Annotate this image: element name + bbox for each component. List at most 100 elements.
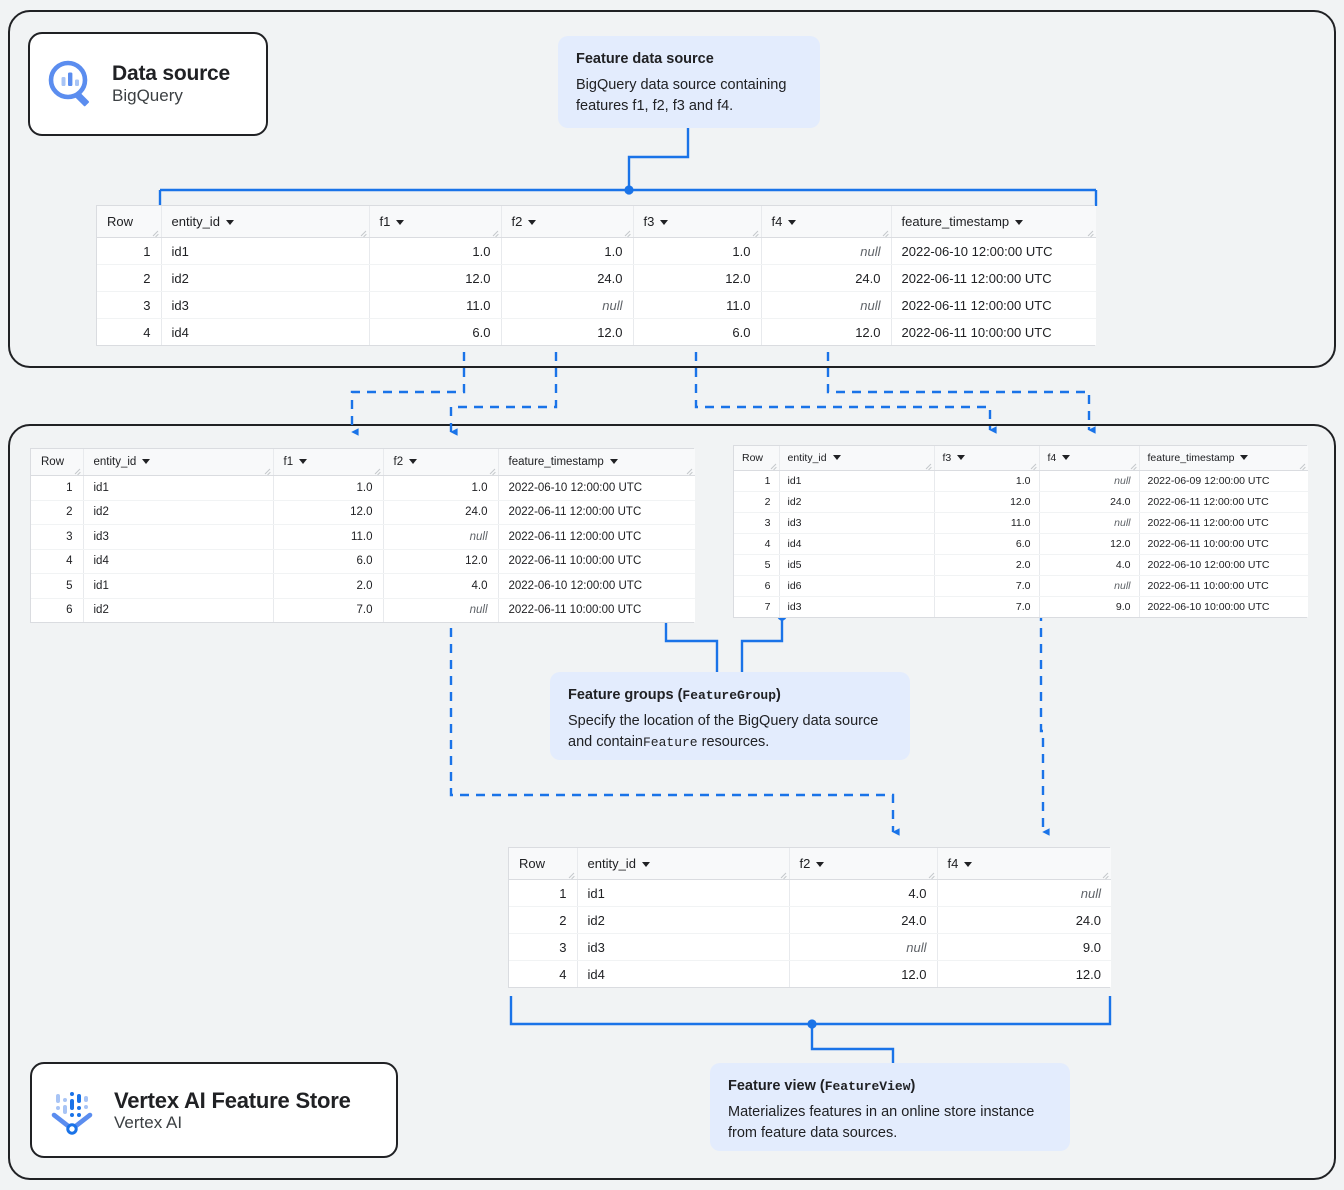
column-header-row[interactable]: Row — [97, 206, 162, 238]
column-header-label: feature_timestamp — [508, 456, 604, 468]
table-cell-f2: 1.0 — [501, 237, 634, 265]
chevron-down-icon[interactable] — [964, 862, 973, 867]
table-cell-row: 2 — [734, 491, 780, 513]
table-cell-entity_id: id2 — [161, 264, 370, 292]
table-cell-row: 5 — [734, 554, 780, 576]
chevron-down-icon[interactable] — [832, 455, 841, 460]
column-header-label: f2 — [799, 856, 811, 871]
column-header-f1[interactable]: f1 — [369, 206, 502, 238]
callout-title-prefix: Feature view ( — [728, 1078, 825, 1094]
table-cell-f2: 4.0 — [789, 879, 938, 907]
chevron-down-icon[interactable] — [1240, 455, 1249, 460]
column-resize-grip-icon[interactable] — [1029, 461, 1037, 471]
table-cell-row: 4 — [734, 533, 780, 555]
chevron-down-icon[interactable] — [641, 862, 650, 867]
table-cell-f3: 7.0 — [934, 575, 1040, 597]
table-cell-f2: 24.0 — [501, 264, 634, 292]
table-cell-entity_id: id1 — [83, 573, 274, 599]
column-resize-grip-icon[interactable] — [924, 461, 932, 471]
chevron-down-icon[interactable] — [1062, 455, 1071, 460]
column-header-label: f4 — [771, 214, 783, 229]
table-cell-entity_id: id3 — [161, 291, 370, 319]
column-header-entity_id[interactable]: entity_id — [779, 446, 935, 471]
table-cell-f1: 12.0 — [273, 500, 384, 525]
column-header-entity_id[interactable]: entity_id — [577, 848, 790, 880]
chevron-down-icon[interactable] — [528, 220, 537, 225]
table-cell-feature_timestamp: 2022-06-11 12:00:00 UTC — [891, 264, 1096, 292]
column-header-entity_id[interactable]: entity_id — [83, 449, 274, 476]
chevron-down-icon[interactable] — [225, 220, 234, 225]
column-header-label: f1 — [379, 214, 391, 229]
column-resize-grip-icon[interactable] — [623, 228, 631, 238]
column-header-f4[interactable]: f4 — [937, 848, 1111, 880]
column-resize-grip-icon[interactable] — [1298, 461, 1306, 471]
column-header-label: f3 — [942, 452, 952, 464]
chevron-down-icon[interactable] — [299, 459, 308, 464]
column-resize-grip-icon[interactable] — [1129, 461, 1137, 471]
column-header-row[interactable]: Row — [31, 449, 84, 476]
chevron-down-icon[interactable] — [409, 459, 418, 464]
column-resize-grip-icon[interactable] — [881, 228, 889, 238]
column-header-f3[interactable]: f3 — [633, 206, 762, 238]
callout-feature-groups: Feature groups (FeatureGroup) Specify th… — [550, 672, 910, 760]
column-resize-grip-icon[interactable] — [685, 466, 693, 476]
column-header-f2[interactable]: f2 — [383, 449, 499, 476]
badge-subtitle: Vertex AI — [114, 1112, 183, 1132]
table-cell-feature_timestamp: 2022-06-11 12:00:00 UTC — [498, 500, 695, 525]
column-header-feature_timestamp[interactable]: feature_timestamp — [891, 206, 1096, 238]
chevron-down-icon[interactable] — [788, 220, 797, 225]
column-header-label: f4 — [1047, 452, 1057, 464]
callout-body-code: Feature — [642, 734, 698, 750]
table-cell-f4: null — [1039, 575, 1140, 597]
column-header-row[interactable]: Row — [734, 446, 780, 471]
chevron-down-icon[interactable] — [1015, 220, 1024, 225]
column-header-feature_timestamp[interactable]: feature_timestamp — [498, 449, 695, 476]
column-resize-grip-icon[interactable] — [491, 228, 499, 238]
column-resize-grip-icon[interactable] — [927, 870, 935, 880]
column-header-feature_timestamp[interactable]: feature_timestamp — [1139, 446, 1308, 471]
table-cell-f3: 6.0 — [633, 318, 762, 345]
table-cell-entity_id: id3 — [577, 933, 790, 961]
column-resize-grip-icon[interactable] — [751, 228, 759, 238]
table-cell-feature_timestamp: 2022-06-09 12:00:00 UTC — [1139, 470, 1308, 492]
column-header-f3[interactable]: f3 — [934, 446, 1040, 471]
column-header-f2[interactable]: f2 — [789, 848, 938, 880]
column-resize-grip-icon[interactable] — [769, 461, 777, 471]
table-cell-f1: 12.0 — [369, 264, 502, 292]
column-resize-grip-icon[interactable] — [1086, 228, 1094, 238]
table-cell-entity_id: id1 — [83, 475, 274, 501]
chevron-down-icon[interactable] — [609, 459, 618, 464]
column-header-row[interactable]: Row — [509, 848, 578, 880]
column-resize-grip-icon[interactable] — [373, 466, 381, 476]
callout-title: Feature groups (FeatureGroup) — [568, 686, 892, 704]
chevron-down-icon[interactable] — [816, 862, 825, 867]
chevron-down-icon[interactable] — [142, 459, 151, 464]
vertex-ai-feature-store-icon — [51, 1092, 93, 1135]
table-cell-f4: 9.0 — [1039, 596, 1140, 617]
column-header-f1[interactable]: f1 — [273, 449, 384, 476]
chevron-down-icon[interactable] — [396, 220, 405, 225]
table-cell-row: 2 — [31, 500, 84, 525]
table-cell-row: 1 — [31, 475, 84, 501]
column-header-f2[interactable]: f2 — [501, 206, 634, 238]
column-resize-grip-icon[interactable] — [73, 466, 81, 476]
column-header-entity_id[interactable]: entity_id — [161, 206, 370, 238]
column-header-f4[interactable]: f4 — [1039, 446, 1140, 471]
chevron-down-icon[interactable] — [957, 455, 966, 460]
column-resize-grip-icon[interactable] — [359, 228, 367, 238]
column-resize-grip-icon[interactable] — [567, 870, 575, 880]
column-resize-grip-icon[interactable] — [779, 870, 787, 880]
column-resize-grip-icon[interactable] — [488, 466, 496, 476]
column-header-label: f3 — [643, 214, 655, 229]
column-header-f4[interactable]: f4 — [761, 206, 892, 238]
callout-body-part1: Specify the location of the BigQuery dat… — [568, 713, 879, 750]
column-resize-grip-icon[interactable] — [1101, 870, 1109, 880]
column-resize-grip-icon[interactable] — [263, 466, 271, 476]
table-cell-f1: 11.0 — [369, 291, 502, 319]
chevron-down-icon[interactable] — [660, 220, 669, 225]
column-resize-grip-icon[interactable] — [151, 228, 159, 238]
